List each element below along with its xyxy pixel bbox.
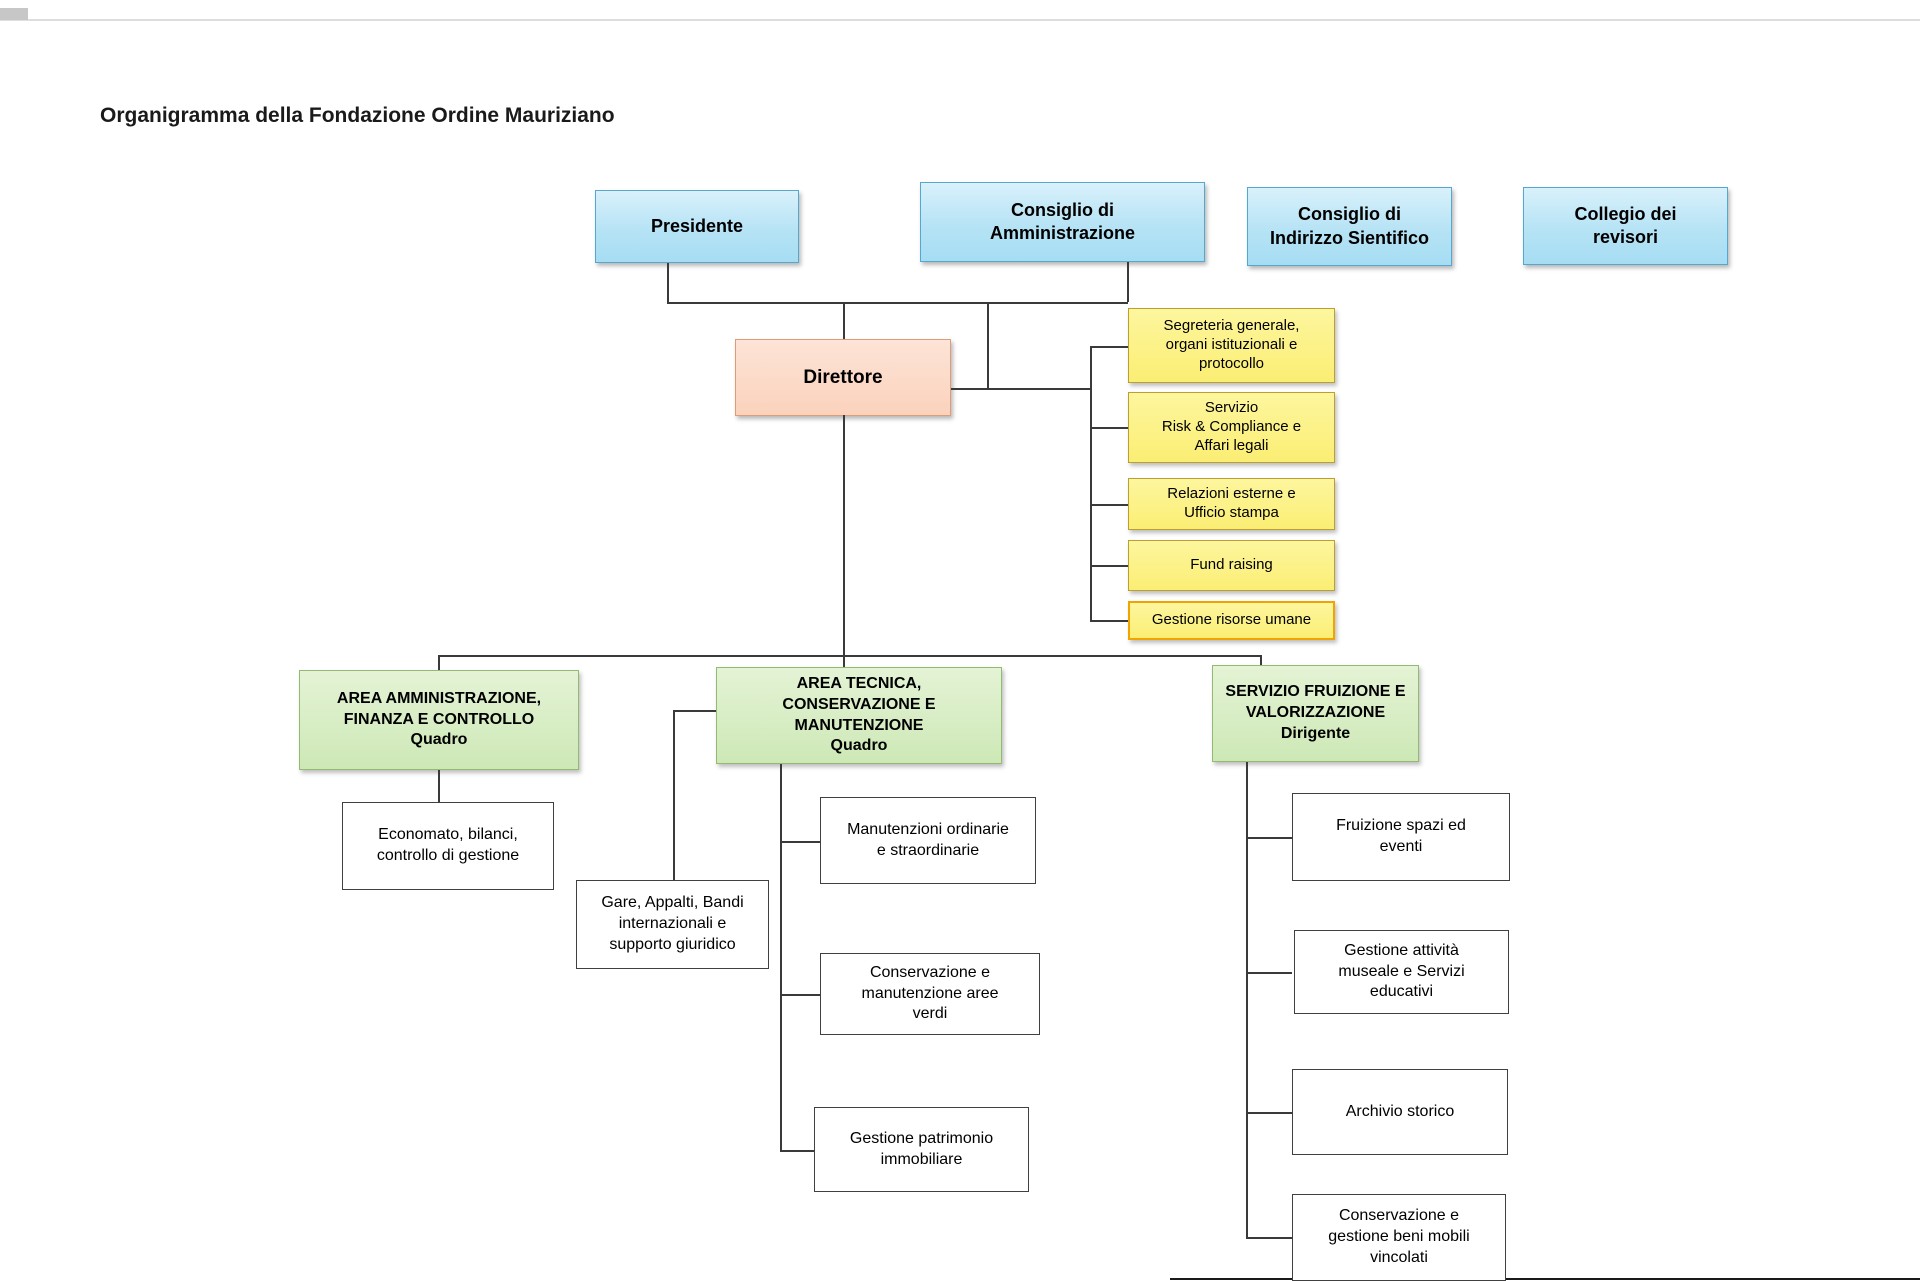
node-label: Gestione attività museale e Servizi educ… (1338, 941, 1465, 1001)
page-edge-line-bottom (1170, 1278, 1920, 1280)
connector-line (438, 655, 1260, 657)
node-label: Conservazione e manutenzione aree verdi (861, 963, 999, 1023)
node-label: Direttore (803, 366, 883, 388)
node-servizio-fruizione: SERVIZIO FRUIZIONE E VALORIZZAZIONE Diri… (1212, 665, 1419, 762)
connector-line (438, 655, 440, 670)
node-manutenzioni: Manutenzioni ordinarie e straordinarie (820, 797, 1036, 884)
node-label: Economato, bilanci, controllo di gestion… (376, 826, 520, 864)
connector-line (843, 415, 845, 667)
node-role: Quadro (410, 731, 468, 749)
node-label: Gare, Appalti, Bandi internazionali e su… (601, 894, 744, 953)
node-consiglio-indirizzo: Consiglio di Indirizzo Sientifico (1247, 187, 1452, 266)
node-role: Dirigente (1280, 724, 1351, 742)
node-label: Fund raising (1190, 556, 1273, 574)
node-label: Presidente (650, 215, 744, 236)
node-title: SERVIZIO FRUIZIONE E VALORIZZAZIONE (1225, 683, 1406, 722)
connector-line (1260, 655, 1262, 665)
connector-line (673, 710, 716, 712)
node-label: Archivio storico (1345, 1102, 1455, 1120)
node-area-amministrazione: AREA AMMINISTRAZIONE, FINANZA E CONTROLL… (299, 670, 579, 770)
connector-line (780, 1150, 814, 1152)
connector-line (667, 263, 669, 302)
node-risorse-umane: Gestione risorse umane (1128, 601, 1335, 640)
connector-line (987, 302, 989, 389)
connector-line (1090, 346, 1092, 620)
connector-line (1090, 346, 1128, 348)
node-role: Quadro (830, 737, 888, 755)
node-collegio-revisori: Collegio dei revisori (1523, 187, 1728, 265)
connector-line (1090, 565, 1128, 567)
connector-line (1246, 1112, 1292, 1114)
node-attivita-museale: Gestione attività museale e Servizi educ… (1294, 930, 1509, 1014)
connector-line (667, 302, 1128, 304)
node-label: Fruizione spazi ed eventi (1336, 817, 1466, 855)
node-title: AREA TECNICA, CONSERVAZIONE E MANUTENZIO… (782, 674, 936, 734)
node-direttore: Direttore (735, 339, 951, 416)
connector-line (438, 770, 440, 802)
connector-line (951, 388, 1090, 390)
connector-line (843, 302, 845, 339)
page-title: Organigramma della Fondazione Ordine Mau… (100, 104, 615, 127)
connector-line (780, 994, 820, 996)
connector-line (1246, 837, 1292, 839)
node-fund-raising: Fund raising (1128, 540, 1335, 591)
node-label: Segreteria generale, organi istituzional… (1163, 317, 1300, 372)
node-label: Relazioni esterne e Ufficio stampa (1167, 485, 1296, 521)
connector-line (1090, 427, 1128, 429)
node-aree-verdi: Conservazione e manutenzione aree verdi (820, 953, 1040, 1035)
node-area-tecnica: AREA TECNICA, CONSERVAZIONE E MANUTENZIO… (716, 667, 1002, 764)
node-label: Servizio Risk & Compliance e Affari lega… (1161, 399, 1302, 454)
node-gare-appalti: Gare, Appalti, Bandi internazionali e su… (576, 880, 769, 969)
node-label: Gestione patrimonio immobiliare (849, 1129, 994, 1168)
connector-line (1246, 972, 1292, 974)
node-economato: Economato, bilanci, controllo di gestion… (342, 802, 554, 890)
node-segreteria-generale: Segreteria generale, organi istituzional… (1128, 308, 1335, 383)
node-label: Consiglio di Indirizzo Sientifico (1269, 204, 1429, 248)
connector-line (1090, 620, 1128, 622)
node-fruizione-spazi: Fruizione spazi ed eventi (1292, 793, 1510, 881)
node-title: AREA AMMINISTRAZIONE, FINANZA E CONTROLL… (336, 689, 542, 728)
node-label: Gestione risorse umane (1151, 611, 1312, 629)
node-beni-mobili: Conservazione e gestione beni mobili vin… (1292, 1194, 1506, 1281)
node-risk-compliance: Servizio Risk & Compliance e Affari lega… (1128, 392, 1335, 463)
connector-line (1246, 762, 1248, 1237)
connector-line (780, 841, 820, 843)
connector-line (780, 764, 782, 1150)
node-label: Manutenzioni ordinarie e straordinarie (847, 820, 1009, 859)
node-patrimonio-immobiliare: Gestione patrimonio immobiliare (814, 1107, 1029, 1192)
node-label: Conservazione e gestione beni mobili vin… (1328, 1207, 1470, 1266)
connector-line (1246, 1237, 1292, 1239)
page-edge-line-top (0, 19, 1920, 21)
connector-line (1127, 262, 1129, 302)
connector-line (673, 710, 675, 880)
node-consiglio-amministrazione: Consiglio di Amministrazione (920, 182, 1205, 262)
node-presidente: Presidente (595, 190, 799, 263)
node-label: Consiglio di Amministrazione (989, 199, 1136, 243)
connector-line (1090, 504, 1128, 506)
node-relazioni-esterne: Relazioni esterne e Ufficio stampa (1128, 478, 1335, 530)
node-label: Collegio dei revisori (1574, 203, 1677, 247)
page-corner-artifact (0, 8, 28, 20)
node-archivio-storico: Archivio storico (1292, 1069, 1508, 1155)
